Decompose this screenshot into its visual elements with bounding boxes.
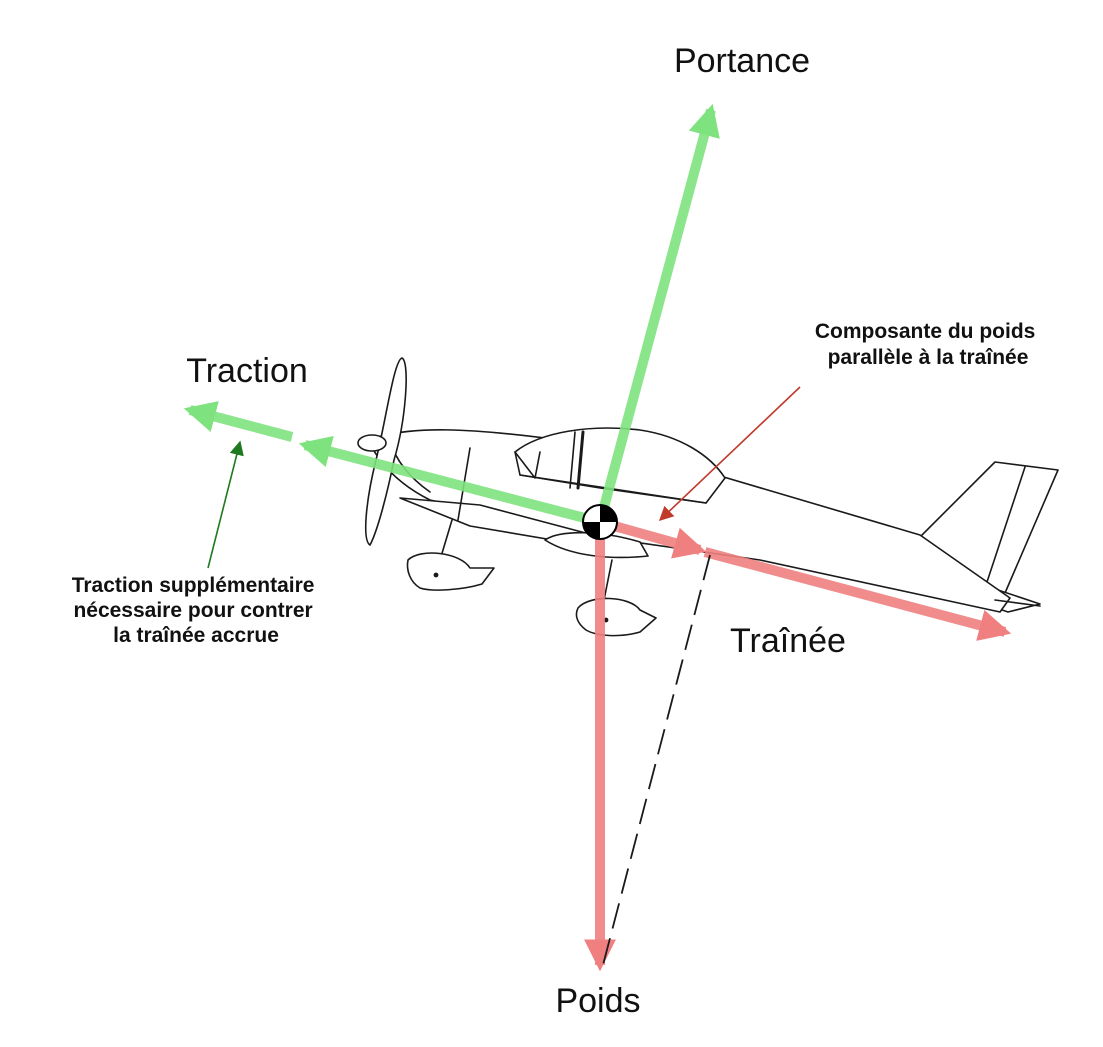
extra-thrust-label: Traction supplémentaire nécessaire pour … — [72, 574, 321, 647]
extra-thrust-line-1: Traction supplémentaire — [72, 574, 315, 597]
extra-thrust-line-3: la traînée accrue — [113, 624, 279, 647]
airplane-drawing — [357, 357, 1059, 637]
drag-label: Traînée — [730, 622, 846, 660]
lift-arrow — [595, 103, 720, 524]
weight-component-pointer — [658, 386, 801, 521]
lift-label: Portance — [674, 42, 810, 80]
weight-label: Poids — [555, 982, 640, 1020]
center-of-gravity-icon — [582, 504, 618, 540]
thrust-arrow — [298, 435, 602, 527]
extra-thrust-line-2: nécessaire pour contrer — [73, 599, 312, 622]
weight-component-line-1: Composante du poids — [815, 320, 1036, 343]
extra-thrust-arrow — [183, 401, 294, 442]
weight-component-line-2: parallèle à la traînée — [828, 346, 1029, 369]
weight-component-label: Composante du poids parallèle à la traîn… — [815, 320, 1041, 369]
thrust-label: Traction — [186, 352, 308, 390]
increased-drag-arrow — [703, 547, 1012, 641]
extra-thrust-pointer — [207, 440, 244, 569]
